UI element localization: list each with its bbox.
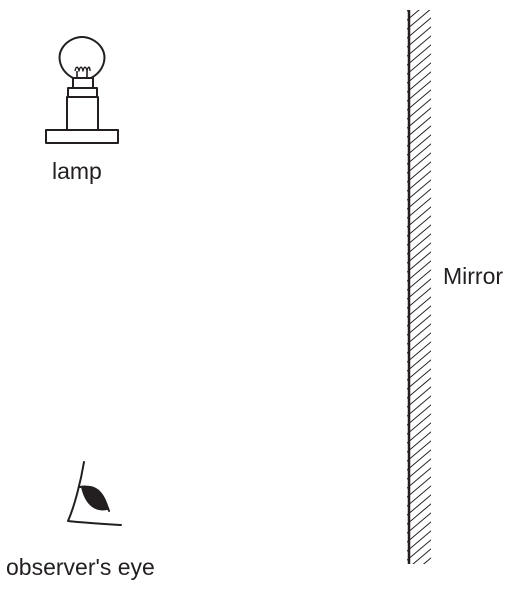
mirror-hatch-line bbox=[407, 233, 431, 255]
mirror-hatch-line bbox=[407, 125, 431, 147]
mirror-hatch-line bbox=[407, 305, 431, 327]
mirror-hatch-line bbox=[407, 134, 431, 156]
mirror-hatch-line bbox=[407, 323, 431, 345]
mirror-hatch-line bbox=[407, 314, 431, 336]
mirror-hatch-line bbox=[407, 170, 431, 192]
mirror-hatch-line bbox=[407, 260, 431, 282]
mirror-hatch-line bbox=[407, 512, 431, 534]
mirror-hatch-line bbox=[407, 404, 431, 426]
lamp-label: lamp bbox=[52, 158, 102, 184]
mirror-hatch-line bbox=[407, 476, 431, 498]
mirror-hatch-line bbox=[407, 449, 431, 471]
mirror-hatch-line bbox=[407, 89, 431, 111]
mirror-hatch-line bbox=[407, 485, 431, 507]
mirror-hatch-line bbox=[407, 206, 431, 228]
mirror-hatch-line bbox=[407, 35, 431, 57]
mirror-hatch-line bbox=[407, 251, 431, 273]
mirror-hatch-line bbox=[412, 548, 431, 564]
mirror-hatch-line bbox=[407, 80, 431, 102]
mirror-hatch-line bbox=[407, 161, 431, 183]
mirror-hatch-line bbox=[406, 575, 432, 587]
observers-eye-label: observer's eye bbox=[6, 554, 155, 580]
mirror-hatch-line bbox=[407, 143, 431, 165]
mirror-hatch-line bbox=[407, 377, 431, 399]
mirror-hatch-line bbox=[407, 521, 431, 543]
mirror-hatch-line bbox=[407, 224, 431, 246]
mirror-hatch-line bbox=[407, 503, 431, 525]
mirror-hatch-line bbox=[407, 413, 431, 435]
mirror-hatch-line bbox=[407, 242, 431, 264]
mirror-hatch-line bbox=[406, 566, 432, 587]
mirror-hatch-line bbox=[407, 188, 431, 210]
mirror-hatch-line bbox=[407, 341, 431, 363]
mirror-hatch-line bbox=[422, 557, 431, 564]
mirror-hatch-line bbox=[407, 332, 431, 354]
lamp-icon bbox=[45, 36, 119, 144]
mirror-hatch-line bbox=[407, 116, 431, 138]
mirror-label: Mirror bbox=[443, 263, 504, 289]
mirror-hatch-line bbox=[407, 197, 431, 219]
mirror-hatch-line bbox=[407, 26, 431, 48]
mirror-hatch-line bbox=[407, 458, 431, 480]
mirror-hatch-line bbox=[407, 71, 431, 93]
mirror-hatch-line bbox=[407, 368, 431, 390]
mirror-hatch-line bbox=[407, 395, 431, 417]
mirror-hatch-line bbox=[407, 539, 431, 561]
eye-icon bbox=[67, 461, 122, 526]
mirror-hatch-line bbox=[407, 278, 431, 300]
mirror-hatch-line bbox=[407, 530, 431, 552]
mirror-hatch-line bbox=[407, 359, 431, 381]
mirror-hatch-line bbox=[407, 215, 431, 237]
mirror-hatch-line bbox=[407, 98, 431, 120]
mirror-hatch-line bbox=[407, 422, 431, 444]
mirror-hatch-line bbox=[407, 62, 431, 84]
mirror-hatch-line bbox=[407, 440, 431, 462]
mirror bbox=[406, 10, 432, 587]
mirror-hatch-line bbox=[407, 287, 431, 309]
mirror-hatch-line bbox=[407, 467, 431, 489]
mirror-hatch-line bbox=[407, 10, 420, 21]
mirror-hatch-line bbox=[407, 494, 431, 516]
mirror-hatch-line bbox=[407, 350, 431, 372]
mirror-hatch-line bbox=[407, 17, 431, 39]
mirror-hatch-line bbox=[407, 152, 431, 174]
mirror-hatch-line bbox=[407, 44, 431, 66]
mirror-hatch-line bbox=[407, 53, 431, 75]
mirror-hatch-line bbox=[407, 386, 431, 408]
mirror-hatch-line bbox=[407, 107, 431, 129]
mirror-hatch-line bbox=[407, 179, 431, 201]
mirror-hatching bbox=[406, 10, 432, 587]
mirror-hatch-line bbox=[407, 296, 431, 318]
mirror-hatch-line bbox=[407, 10, 431, 30]
mirror-hatch-line bbox=[407, 269, 431, 291]
mirror-hatch-line bbox=[407, 431, 431, 453]
